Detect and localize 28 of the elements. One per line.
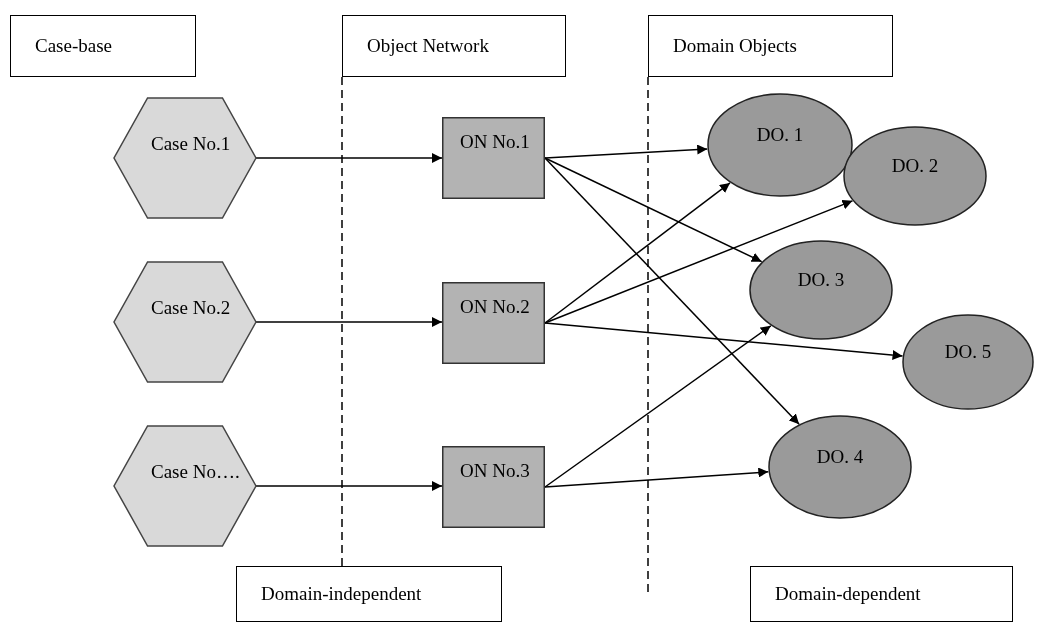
arrow (255, 317, 443, 327)
arrow (544, 157, 800, 425)
footer-box: Domain-independent (236, 566, 502, 622)
header-box: Domain Objects (648, 15, 893, 77)
node-label: ON No.3 (460, 459, 531, 483)
node-label: DO. 3 (796, 268, 846, 292)
arrow (255, 481, 443, 491)
node-label: DO. 4 (815, 445, 865, 469)
node-label: ON No.1 (460, 130, 531, 154)
arrow (544, 199, 854, 324)
node-label: Case No…. (151, 460, 241, 484)
node-label: Case No.2 (151, 296, 232, 320)
dashed-divider-line (341, 76, 343, 567)
arrow (544, 157, 763, 263)
node-label: DO. 2 (890, 154, 940, 178)
node-label: DO. 5 (943, 340, 993, 364)
arrow (544, 322, 904, 360)
arrow (544, 325, 772, 488)
node-label: Case No.1 (151, 132, 232, 156)
header-box: Case-base (10, 15, 196, 77)
arrow (544, 144, 708, 159)
footer-box: Domain-dependent (750, 566, 1013, 622)
arrow (544, 182, 731, 324)
node-label: DO. 1 (755, 123, 805, 147)
arrow (544, 467, 770, 488)
header-box: Object Network (342, 15, 566, 77)
arrow (255, 153, 443, 163)
node-label: ON No.2 (460, 295, 531, 319)
